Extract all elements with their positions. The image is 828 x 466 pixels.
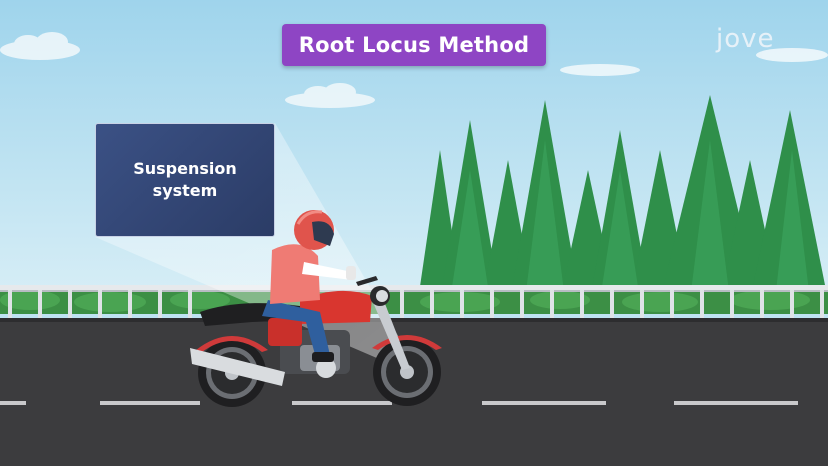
- rider: [262, 210, 356, 362]
- trees-highlight: [450, 140, 810, 300]
- clouds: [0, 32, 828, 108]
- motorcycle: [190, 276, 442, 407]
- lane-markings: [0, 401, 798, 405]
- guard-rail: [0, 285, 828, 318]
- callout-box: Suspension system: [95, 123, 275, 237]
- callout-label: Suspension system: [133, 159, 237, 200]
- jove-logo-icon: jove: [716, 24, 775, 54]
- video-title-banner: Root Locus Method: [282, 24, 546, 66]
